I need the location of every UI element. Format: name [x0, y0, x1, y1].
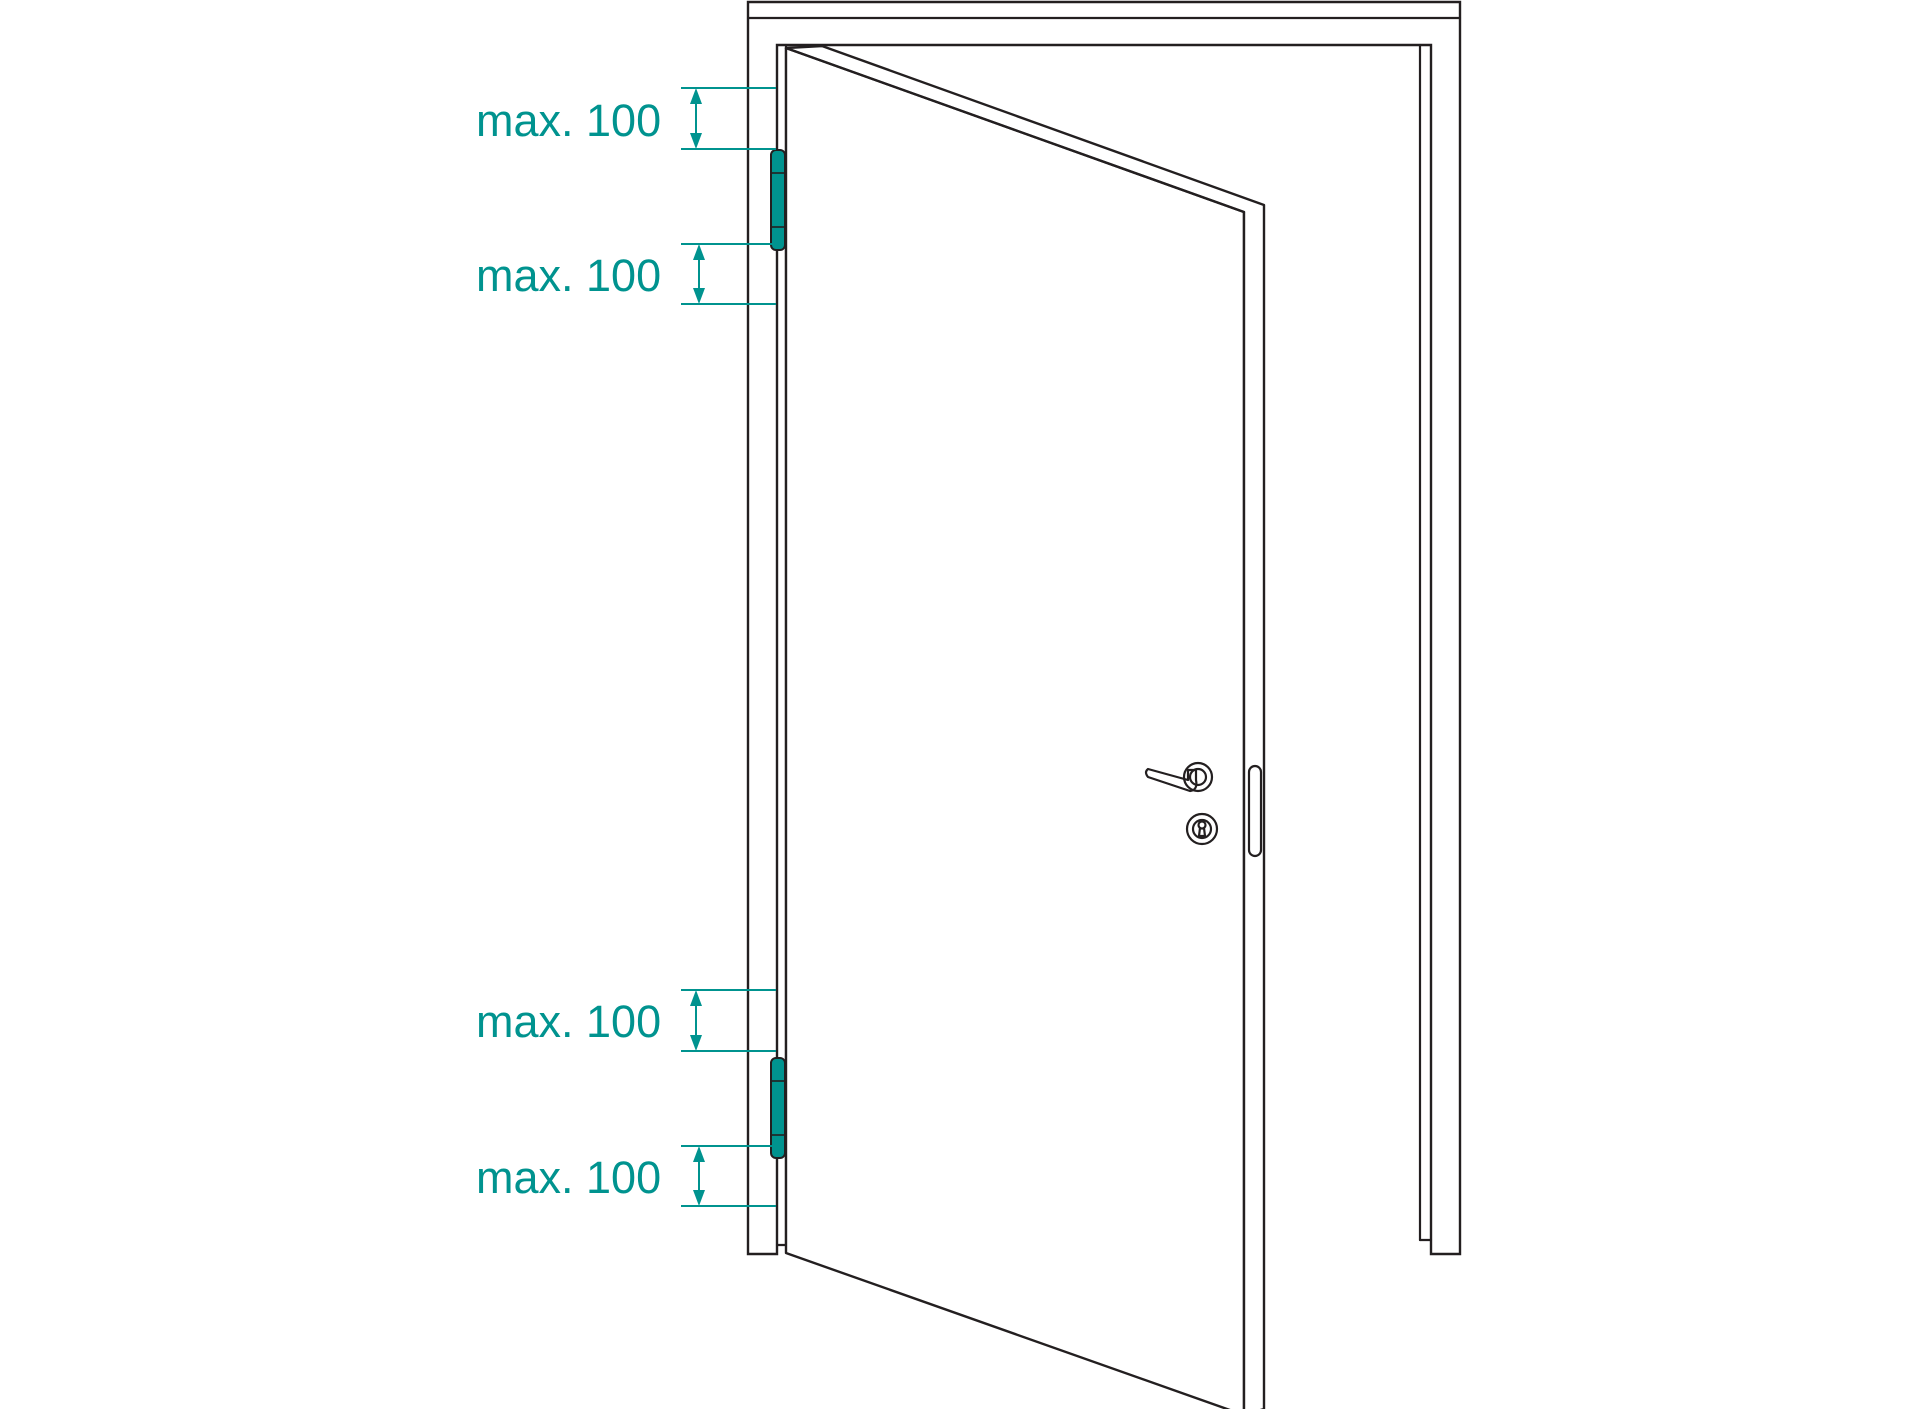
arrow-up-icon [693, 244, 705, 260]
arrow-down-icon [693, 1190, 705, 1206]
upper-hinge [770, 149, 786, 251]
dimension-lower-top: max. 100 [476, 989, 776, 1052]
arrow-up-icon [690, 990, 702, 1006]
lever-handle-icon [1144, 761, 1214, 793]
arrow-down-icon [690, 1035, 702, 1051]
hinge-icon [770, 149, 786, 251]
frame-outline [746, 0, 1462, 1256]
arrow-up-icon [693, 1146, 705, 1162]
dimension-label: max. 100 [476, 95, 661, 146]
arrow-down-icon [693, 288, 705, 304]
door-leaf [784, 44, 1266, 1409]
dimension-label: max. 100 [476, 250, 661, 301]
arrow-down-icon [690, 133, 702, 149]
hinge-icon [770, 1057, 786, 1159]
lower-hinge [770, 1057, 786, 1159]
door-hardware [1144, 761, 1263, 858]
dimension-label: max. 100 [476, 996, 661, 1047]
keyhole-icon [1185, 812, 1219, 846]
door-leaf-face [784, 46, 1246, 1409]
strike-plate-icon [1247, 764, 1263, 858]
dimension-upper-bottom: max. 100 [476, 243, 776, 305]
dimension-upper-top: max. 100 [476, 87, 776, 150]
dimension-lower-bottom: max. 100 [476, 1145, 776, 1207]
door-leaf-top-line [784, 46, 1246, 214]
dimension-label: max. 100 [476, 1152, 661, 1203]
arrow-up-icon [690, 88, 702, 104]
